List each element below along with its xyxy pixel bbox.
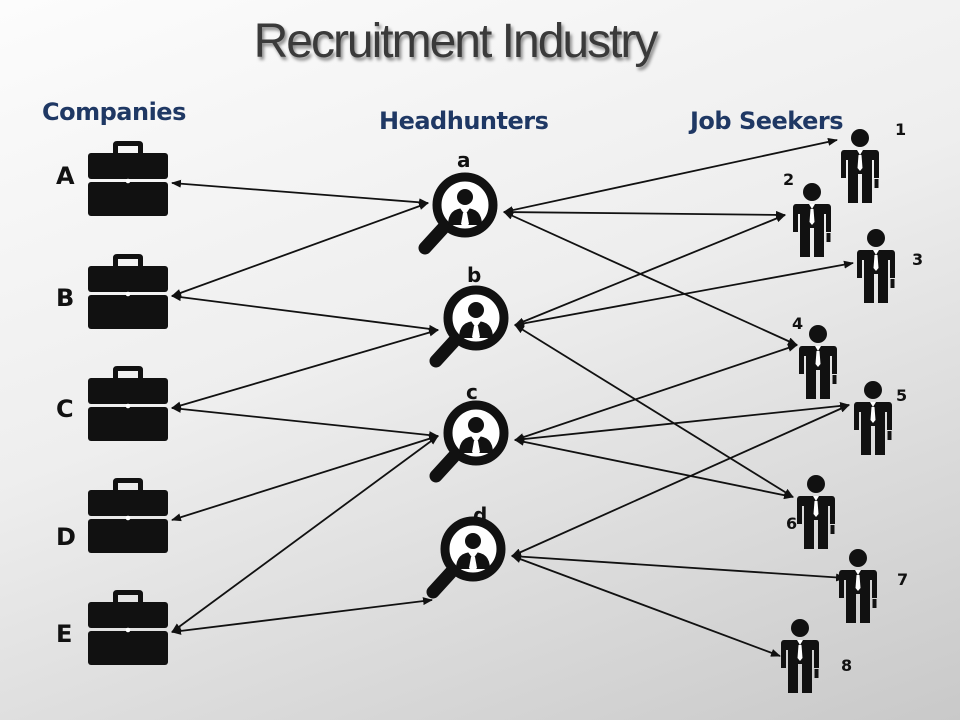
headhunter-label: b: [467, 263, 482, 287]
person-icon: [839, 549, 877, 623]
person-icon: [797, 475, 835, 549]
connection-arrow: [171, 202, 429, 297]
headhunter-label: c: [466, 380, 478, 404]
connection-arrow: [514, 214, 786, 326]
job-seeker-label: 1: [895, 120, 907, 139]
briefcase-icon: [88, 254, 168, 329]
company-label: C: [56, 395, 74, 423]
connection-arrow: [503, 137, 838, 215]
magnifier-person-icon: [433, 521, 501, 592]
connection-arrows: [171, 137, 854, 657]
briefcase-icon: [88, 590, 168, 665]
connection-arrow: [171, 328, 439, 410]
person-icon: [799, 325, 837, 399]
job-seeker-label: 2: [783, 170, 795, 189]
company-label: E: [56, 620, 73, 648]
job-seeker-label: 4: [792, 314, 804, 333]
connection-arrow: [171, 434, 439, 522]
person-icon: [841, 129, 879, 203]
connection-arrow: [171, 435, 439, 633]
briefcase-icon: [88, 478, 168, 553]
person-icon: [793, 183, 831, 257]
connection-arrow: [503, 211, 798, 346]
job-seeker-label: 6: [786, 514, 798, 533]
connection-arrow: [511, 404, 850, 557]
company-label: A: [56, 162, 75, 190]
person-icon: [857, 229, 895, 303]
connection-arrow: [171, 179, 429, 207]
job-seeker-label: 3: [912, 250, 924, 269]
person-icon: [854, 381, 892, 455]
magnifier-person-icon: [425, 177, 493, 248]
person-icon: [781, 619, 819, 693]
job-seeker-label: 5: [896, 386, 908, 405]
connection-arrow: [171, 404, 439, 440]
headhunter-label: a: [457, 148, 471, 172]
connection-arrow: [171, 597, 433, 635]
magnifier-person-icon: [436, 405, 504, 476]
job-seekers-heading: Job Seekers: [690, 107, 844, 135]
briefcase-icon: [88, 366, 168, 441]
connection-arrow: [503, 208, 786, 219]
headhunters-heading: Headhunters: [379, 107, 549, 135]
connection-arrow: [171, 293, 439, 333]
briefcase-icon: [88, 141, 168, 216]
job-seeker-label: 8: [841, 656, 853, 675]
company-label: D: [56, 523, 76, 551]
connection-arrow: [514, 260, 854, 328]
headhunter-label: d: [473, 503, 488, 527]
connection-arrow: [511, 555, 781, 657]
company-label: B: [56, 284, 75, 312]
page-title: Recruitment Industry: [253, 15, 659, 68]
connection-arrow: [514, 324, 794, 498]
job-seeker-label: 7: [897, 570, 909, 589]
magnifier-person-icon: [436, 290, 504, 361]
companies-heading: Companies: [42, 98, 186, 126]
